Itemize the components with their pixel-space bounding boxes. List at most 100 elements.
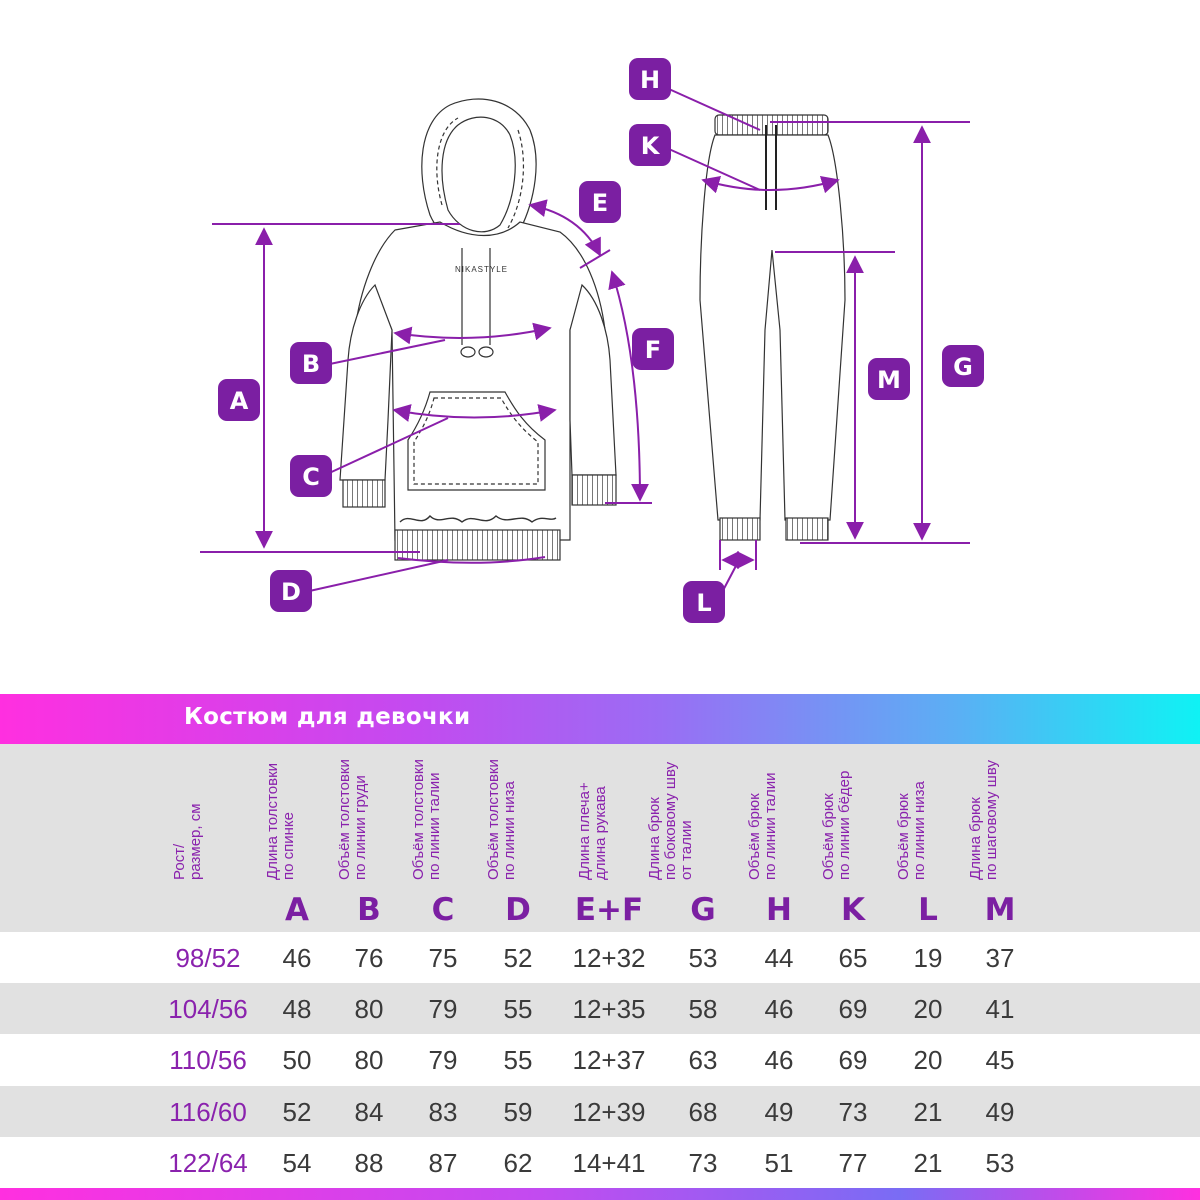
bottom-gradient-bar	[0, 1188, 1200, 1200]
column-header-text: Объём толстовки	[410, 759, 427, 880]
value-cell: 21	[913, 1147, 943, 1178]
badge-l-label: L	[696, 589, 711, 617]
brand-text: NIKASTYLE	[455, 265, 508, 274]
value-cell: 79	[428, 994, 458, 1025]
column-letter: A	[285, 892, 309, 928]
badge-g: G	[942, 345, 984, 387]
size-diagram: NIKASTYLE	[200, 58, 984, 623]
column-header-text: по боковому шву	[662, 761, 679, 880]
size-cell: 122/64	[168, 1147, 248, 1178]
right-ankle-cuff	[785, 517, 829, 541]
badge-b-label: B	[302, 350, 320, 378]
value-cell: 68	[688, 1096, 718, 1127]
size-header-line1: Рост/	[171, 843, 188, 880]
value-cell: 12+39	[572, 1096, 646, 1127]
value-cell: 75	[428, 943, 458, 973]
column-header-text: по линии низа	[911, 781, 928, 880]
column-header-text: Объём толстовки	[485, 759, 502, 880]
measurement-lines	[200, 84, 970, 601]
column-header-text: по линии груди	[352, 775, 369, 880]
column-letter: G	[690, 892, 716, 928]
pants-drawing	[699, 114, 846, 541]
column-header-text: по линии талии	[426, 772, 443, 880]
hood-opening	[441, 116, 516, 233]
value-cell: 55	[503, 1045, 533, 1076]
badge-k: K	[629, 124, 671, 166]
value-cell: 79	[428, 1045, 458, 1076]
value-cell: 76	[354, 943, 384, 973]
value-cell: 46	[764, 994, 794, 1025]
table-row: 116/60 52 84 83 59 12+39 68 49 73 21 49	[0, 1085, 1200, 1138]
badge-b: B	[290, 342, 332, 384]
value-cell: 49	[985, 1096, 1015, 1127]
value-cell: 21	[913, 1096, 943, 1127]
column-header-text: Объём толстовки	[336, 759, 353, 880]
badge-c: C	[290, 455, 332, 497]
value-cell: 84	[354, 1096, 384, 1127]
pants-body	[699, 134, 846, 521]
badge-k-label: K	[641, 132, 661, 160]
value-cell: 12+37	[572, 1045, 646, 1076]
column-header-text: от талии	[678, 820, 695, 880]
value-cell: 49	[764, 1096, 794, 1127]
size-cell: 116/60	[169, 1096, 247, 1127]
hem-band	[394, 529, 561, 561]
value-cell: 83	[428, 1096, 458, 1127]
badge-g-label: G	[953, 353, 973, 381]
column-letter: M	[984, 892, 1016, 928]
badge-m: M	[868, 358, 910, 400]
value-cell: 44	[764, 943, 794, 973]
badge-f-label: F	[645, 336, 661, 364]
value-cell: 54	[282, 1147, 312, 1178]
value-cell: 59	[503, 1096, 533, 1127]
column-letter: H	[766, 892, 792, 928]
right-cuff	[571, 474, 617, 506]
column-header-text: Объём брюк	[746, 793, 763, 880]
value-cell: 52	[503, 943, 533, 973]
size-cell: 104/56	[168, 994, 248, 1025]
badge-e-label: E	[592, 189, 608, 217]
value-cell: 63	[688, 1045, 718, 1076]
badge-e: E	[579, 181, 621, 223]
badge-d-label: D	[281, 578, 301, 606]
badge-a-label: A	[230, 387, 249, 415]
badge-h-label: H	[640, 66, 660, 94]
value-cell: 20	[913, 1045, 943, 1076]
value-cell: 45	[985, 1045, 1015, 1076]
value-cell: 53	[688, 943, 718, 973]
value-cell: 69	[838, 994, 868, 1025]
value-cell: 53	[985, 1147, 1015, 1178]
value-cell: 77	[838, 1147, 868, 1178]
value-cell: 52	[282, 1096, 312, 1127]
value-cell: 12+32	[572, 943, 646, 973]
column-header-text: Длина брюк	[646, 797, 663, 880]
value-cell: 41	[985, 994, 1015, 1025]
badge-l: L	[683, 581, 725, 623]
value-cell: 87	[428, 1147, 458, 1178]
left-cuff	[342, 479, 386, 508]
column-letter: E+F	[574, 892, 644, 928]
column-header-text: по линии талии	[762, 772, 779, 880]
column-header-text: длина рукава	[592, 786, 609, 880]
column-header-text: по спинке	[280, 812, 297, 880]
badge-c-label: C	[302, 463, 320, 491]
value-cell: 51	[764, 1147, 794, 1178]
size-cell: 110/56	[169, 1045, 247, 1076]
column-header-text: Длина толстовки	[264, 762, 281, 880]
value-cell: 73	[838, 1096, 868, 1127]
value-cell: 58	[688, 994, 718, 1025]
column-letter: L	[918, 892, 938, 928]
column-letter: B	[357, 892, 381, 928]
value-cell: 46	[282, 943, 312, 973]
value-cell: 37	[985, 943, 1015, 973]
